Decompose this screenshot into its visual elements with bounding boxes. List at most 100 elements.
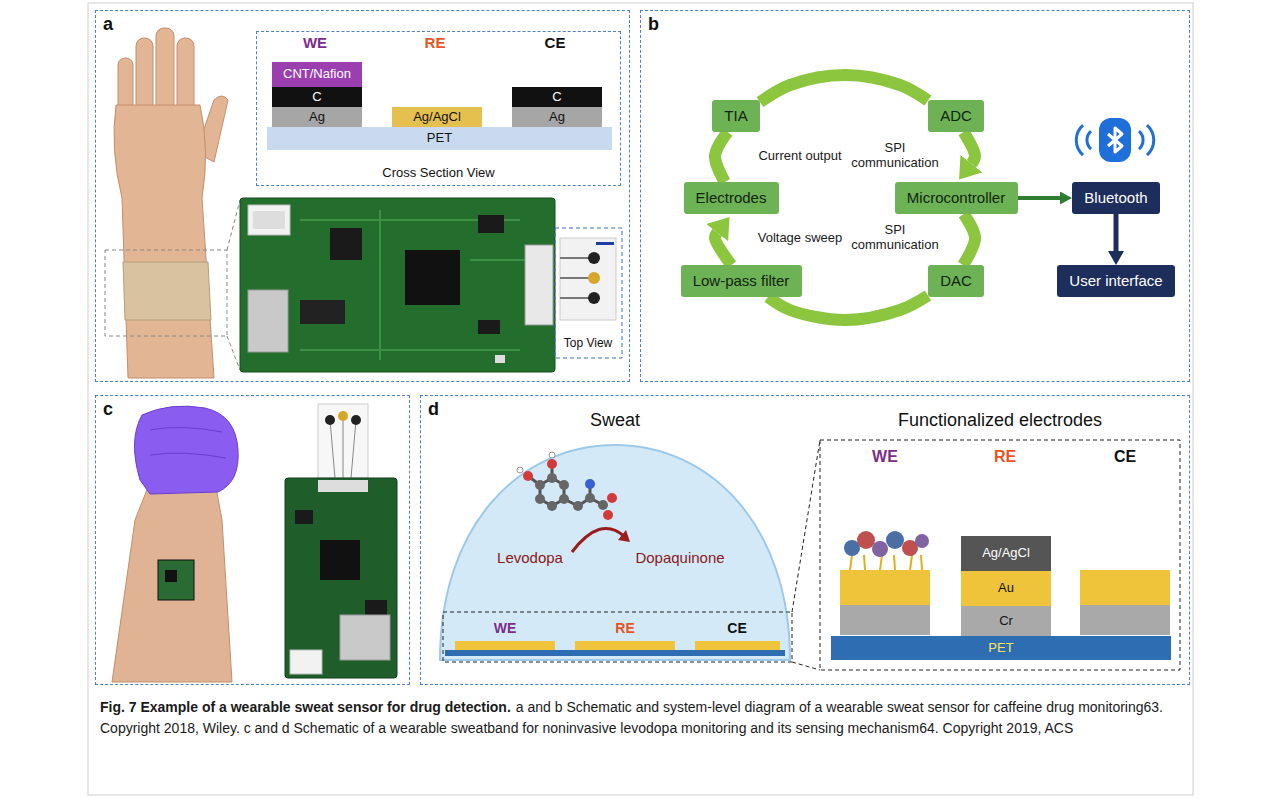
figure-label: WE [494,620,517,636]
arm-illustration [177,38,194,116]
arm-illustration [227,200,240,250]
arm-illustration [136,38,153,116]
electrode-stack [820,440,1180,670]
node-text: C [552,90,561,104]
node-text: Cr [999,614,1013,628]
electrode-strip [596,242,614,245]
edge-label: Voltage sweep [756,230,845,247]
panel-frame: bTIAADCElectrodesMicrocontrollerLow-pass… [640,10,1190,382]
electrode-strip [588,252,600,264]
arm-illustration [123,262,211,320]
process-box: DAC [928,265,984,297]
process-box: Electrodes [684,182,779,214]
electrode-strip [555,228,622,358]
node-text: a [103,14,113,35]
node-text: Low-pass filter [693,272,790,289]
pcb-photo [290,650,322,674]
reaction-arrow [572,528,630,552]
node-text: Ag [549,110,565,124]
edge-label: SPI communication [846,140,945,172]
figure-label: Sweat [590,410,640,431]
node-text: PET [427,131,452,145]
levodopa-molecule [607,493,617,503]
node-text: C [312,90,321,104]
layer-box: Ag [272,107,362,127]
pcb-photo [240,198,555,372]
electrode-stack [880,555,882,570]
panel-frame: dAg/AgClAuCrPET [420,395,1190,685]
process-box: Low-pass filter [681,265,802,297]
pcb-photo [325,415,335,425]
sweat-droplet [792,440,820,612]
figure-title: Fig. 7 Example of a wearable sweat senso… [100,699,511,715]
layer-box: Ag/AgCl [392,107,482,127]
figure-label: Dopaquinone [635,549,724,566]
figure-label: RE [615,620,634,636]
figure-label: Levodopa [497,549,563,566]
fist-photo [112,406,238,682]
electrode-stack [872,541,888,557]
node-text: Bluetooth [1084,189,1147,206]
electrode-stack [1080,605,1170,635]
pcb-photo [318,480,368,492]
reaction-arrow [618,530,630,542]
electrode-strip [588,272,600,284]
layer-box: PET [267,127,612,150]
electrode-stack [910,555,912,570]
electrode-stack [921,555,922,570]
pcb-photo [525,245,553,325]
pcb-photo [318,404,368,478]
arm-illustration [114,105,214,378]
figure-label: Top View [564,336,612,350]
sweat-droplet [440,445,790,660]
process-box: ADC [928,100,984,132]
electrode-stack [1080,570,1170,605]
sweat-droplet [443,612,792,662]
pcb-photo [340,615,390,660]
levodopa-molecule [585,493,595,503]
node-text: b [648,14,659,35]
pcb-photo [248,205,290,235]
levodopa-molecule [517,467,523,473]
bluetooth-icon [1108,128,1122,152]
sweat-droplet [695,641,780,650]
levodopa-molecule [547,501,557,511]
pcb-photo [253,211,285,229]
figure-label: RE [425,34,446,51]
sweat-droplet [445,650,785,656]
bluetooth-icon [1139,131,1143,149]
bluetooth-icon [1076,118,1154,162]
fist-photo [134,406,238,494]
arm-illustration [105,28,240,378]
pcb-photo [295,510,313,524]
pcb-photo [470,259,525,261]
node-text: CNT/Nafion [283,67,351,81]
levodopa-molecule [523,471,533,481]
bluetooth-icon [1099,118,1131,162]
fist-photo [150,427,222,432]
layer-box: Au [961,571,1051,606]
layer-box: PET [831,636,1171,660]
pcb-photo [330,420,335,478]
levodopa-molecule [573,501,583,511]
pcb-photo [351,415,361,425]
flow-arrow [1114,214,1119,251]
panel-frame: aCross Section ViewCNT/NafionCAgAg/AgClC… [95,10,630,382]
electrode-stack [857,531,875,549]
figure-caption: Fig. 7 Example of a wearable sweat senso… [100,697,1185,739]
arm-illustration [156,28,174,112]
levodopa-molecule [598,500,608,510]
node-text: Au [998,581,1014,595]
figure-label: RE [994,448,1016,466]
electrode-strip [560,257,592,259]
figure-frame [88,3,1193,795]
figure-label: WE [872,448,898,466]
fist-photo [165,570,177,582]
node-text: TIA [724,107,747,124]
signal-loop-arrow [963,214,975,265]
pcb-photo [478,215,504,233]
figure-label: CE [1114,448,1136,466]
